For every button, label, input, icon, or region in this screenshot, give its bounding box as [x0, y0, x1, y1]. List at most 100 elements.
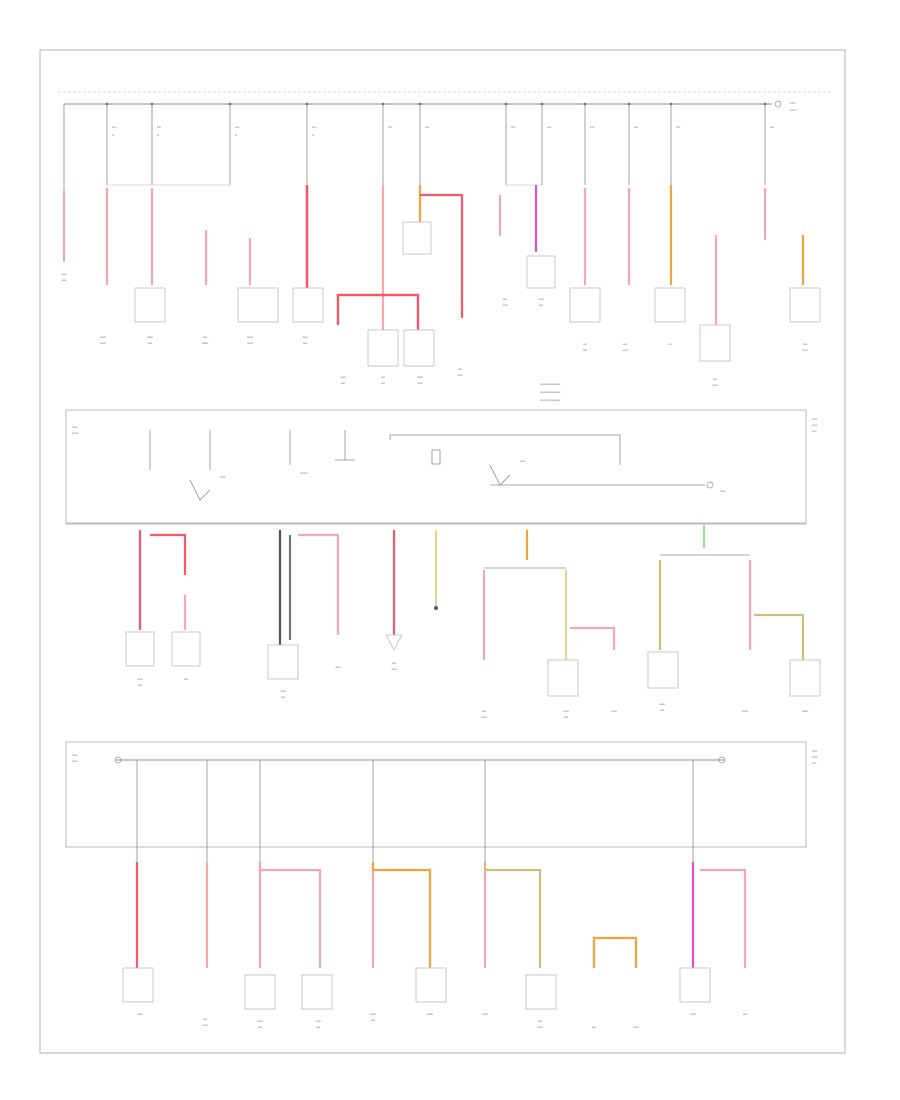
svg-text:▪▪▪▪: ▪▪▪▪ — [388, 125, 392, 129]
svg-text:▪▪▪▪▪: ▪▪▪▪▪ — [257, 1019, 262, 1023]
svg-text:▪▪▪▪: ▪▪▪▪ — [203, 335, 207, 339]
svg-text:▪▪▪▪▪▪: ▪▪▪▪▪▪ — [659, 702, 665, 706]
svg-text:▪▪▪▪▪: ▪▪▪▪▪ — [482, 1012, 487, 1016]
component-captions-3: ▪▪▪▪▪▪▪▪▪ ▪▪▪▪ ▪▪▪▪▪▪▪▪▪ ▪▪▪▪▪ ▪▪▪▪▪▪▪▪▪… — [137, 661, 808, 719]
components-4 — [122, 967, 711, 1010]
svg-text:▪▪▪▪: ▪▪▪▪ — [184, 677, 188, 681]
fuse-drops-4 — [136, 760, 694, 862]
svg-text:▪▪▪▪: ▪▪▪▪ — [803, 342, 807, 346]
svg-text:▪▪▪▪: ▪▪▪▪ — [381, 375, 385, 379]
fuse-nodes-1 — [105, 102, 767, 106]
relay-circuits — [149, 430, 705, 501]
bus-4-left-node — [114, 756, 122, 764]
svg-text:▪▪: ▪▪ — [112, 133, 114, 137]
wires-3 — [138, 525, 805, 660]
svg-text:▪▪▪▪: ▪▪▪▪ — [564, 715, 568, 719]
svg-text:▪▪▪▪▪: ▪▪▪▪▪ — [812, 749, 817, 753]
notes-legend: ▪▪▪▪▪▪▪▪▪▪▪▪▪▪▪▪▪▪▪ ▪▪▪▪▪▪▪▪▪▪▪▪▪▪▪▪▪▪▪ … — [540, 382, 560, 402]
svg-text:▪▪▪▪▪: ▪▪▪▪▪ — [712, 383, 717, 387]
svg-text:▪▪▪▪: ▪▪▪▪ — [341, 381, 345, 385]
svg-text:▪▪▪▪: ▪▪▪▪ — [590, 125, 594, 129]
svg-text:▪▪▪▪: ▪▪▪▪ — [770, 125, 774, 129]
svg-text:▪▪▪▪▪▪: ▪▪▪▪▪▪ — [417, 375, 423, 379]
svg-text:▪▪▪▪▪: ▪▪▪▪▪ — [340, 375, 345, 379]
svg-text:▪▪▪▪▪▪: ▪▪▪▪▪▪ — [202, 341, 208, 345]
section-bottom-loads: ▪▪▪▪▪▪▪▪▪▪ ▪▪▪▪▪▪▪▪▪▪ ▪▪▪▪ — [65, 741, 817, 1029]
svg-text:▪▪▪▪▪: ▪▪▪▪▪ — [61, 272, 66, 276]
svg-text:▪▪▪▪▪▪▪▪▪▪▪▪▪▪▪▪▪▪▪: ▪▪▪▪▪▪▪▪▪▪▪▪▪▪▪▪▪▪▪ — [540, 398, 560, 402]
svg-text:▪▪▪▪▪: ▪▪▪▪▪ — [802, 348, 807, 352]
svg-text:▪▪▪▪: ▪▪▪▪ — [623, 342, 627, 346]
svg-text:▪▪▪▪: ▪▪▪▪ — [482, 709, 486, 713]
speaker-component — [385, 634, 403, 651]
svg-text:▪▪▪▪▪: ▪▪▪▪▪ — [202, 1023, 207, 1027]
svg-text:▪▪▪▪▪▪: ▪▪▪▪▪▪ — [100, 335, 106, 339]
section-2-frame — [65, 409, 807, 525]
svg-text:▪▪▪▪▪▪▪▪▪▪▪▪▪▪▪▪▪▪▪: ▪▪▪▪▪▪▪▪▪▪▪▪▪▪▪▪▪▪▪ — [540, 382, 560, 386]
svg-text:▪▪▪▪: ▪▪▪▪ — [743, 1012, 747, 1016]
svg-text:▪▪▪▪: ▪▪▪▪ — [503, 297, 507, 301]
svg-text:▪▪▪▪▪: ▪▪▪▪▪ — [220, 475, 225, 479]
svg-text:▪▪▪▪▪▪: ▪▪▪▪▪▪ — [72, 431, 78, 435]
svg-text:▪▪▪▪: ▪▪▪▪ — [583, 348, 587, 352]
svg-text:▪▪▪▪: ▪▪▪▪ — [303, 341, 307, 345]
fuse-drops-1 — [106, 104, 766, 185]
svg-text:▪▪▪▪▪: ▪▪▪▪▪ — [812, 417, 817, 421]
svg-text:▪▪▪▪: ▪▪▪▪ — [392, 661, 396, 665]
svg-text:▪▪▪▪▪: ▪▪▪▪▪ — [790, 101, 795, 105]
svg-text:▪▪▪: ▪▪▪ — [583, 342, 586, 346]
section-top-fuses: ▪▪▪▪▪▪ ▪▪▪▪▪▪ ▪▪▪▪▪▪ ▪▪▪▪▪▪ ▪▪▪▪▪▪▪▪ ▪▪▪… — [58, 91, 830, 402]
svg-text:▪▪▪▪▪: ▪▪▪▪▪ — [720, 489, 725, 493]
svg-text:▪▪▪▪▪▪: ▪▪▪▪▪▪ — [802, 709, 808, 713]
svg-text:▪▪▪: ▪▪▪ — [381, 381, 384, 385]
svg-text:▪▪▪▪▪: ▪▪▪▪▪ — [247, 341, 252, 345]
section-middle-relays: ▪▪▪▪▪▪▪▪▪▪▪ ▪▪▪▪▪▪▪▪▪▪ ▪▪▪▪ ▪▪▪▪▪ ▪▪▪▪▪▪… — [65, 409, 817, 525]
section-middle-loads: ▪▪▪▪▪▪▪▪▪ ▪▪▪▪ ▪▪▪▪▪▪▪▪▪ ▪▪▪▪▪ ▪▪▪▪▪▪▪▪▪… — [125, 525, 821, 719]
wires-4 — [135, 862, 747, 968]
svg-text:▪▪▪▪▪▪: ▪▪▪▪▪▪ — [370, 1012, 376, 1016]
section-4-frame — [65, 741, 807, 848]
svg-text:▪▪▪▪: ▪▪▪▪ — [203, 1017, 207, 1021]
svg-text:▪▪▪▪: ▪▪▪▪ — [539, 303, 543, 307]
component-captions-1: ▪▪▪▪▪▪▪▪▪ ▪▪▪▪▪▪▪▪▪▪▪ ▪▪▪▪▪▪▪▪▪▪ ▪▪▪▪▪▪▪… — [61, 272, 807, 387]
diagram-border — [39, 49, 846, 1054]
svg-text:▪▪▪▪▪▪: ▪▪▪▪▪▪ — [147, 335, 153, 339]
svg-text:▪▪▪▪▪: ▪▪▪▪▪ — [812, 755, 817, 759]
svg-text:▪▪▪▪: ▪▪▪▪ — [425, 125, 429, 129]
svg-text:▪▪▪▪: ▪▪▪▪ — [458, 367, 462, 371]
svg-text:▪▪▪▪: ▪▪▪▪ — [511, 125, 515, 129]
svg-text:▪▪▪▪: ▪▪▪▪ — [660, 708, 664, 712]
svg-text:▪▪▪▪: ▪▪▪▪ — [138, 683, 142, 687]
svg-text:▪▪▪▪: ▪▪▪▪ — [676, 125, 680, 129]
svg-text:▪▪▪▪▪: ▪▪▪▪▪ — [315, 1019, 320, 1023]
svg-text:▪▪▪▪▪: ▪▪▪▪▪ — [335, 665, 340, 669]
svg-text:▪▪▪▪▪▪▪: ▪▪▪▪▪▪▪ — [300, 471, 307, 475]
svg-text:▪▪▪▪▪: ▪▪▪▪▪ — [391, 667, 396, 671]
svg-text:▪▪▪▪▪▪: ▪▪▪▪▪▪ — [247, 335, 253, 339]
svg-text:▪▪▪▪: ▪▪▪▪ — [547, 125, 551, 129]
fuse-labels-1: ▪▪▪▪▪▪ ▪▪▪▪▪▪ ▪▪▪▪▪▪ ▪▪▪▪▪▪ ▪▪▪▪▪▪▪▪ ▪▪▪… — [112, 101, 796, 137]
svg-text:▪▪▪▪: ▪▪▪▪ — [812, 761, 816, 765]
svg-text:▪▪▪▪▪: ▪▪▪▪▪ — [137, 677, 142, 681]
svg-text:▪▪▪▪▪: ▪▪▪▪▪ — [481, 715, 486, 719]
svg-text:▪▪▪▪▪: ▪▪▪▪▪ — [280, 689, 285, 693]
components-3 — [125, 631, 821, 697]
svg-text:▪▪▪▪▪: ▪▪▪▪▪ — [622, 348, 627, 352]
svg-text:▪▪▪▪: ▪▪▪▪ — [148, 341, 152, 345]
svg-text:▪▪▪▪: ▪▪▪▪ — [312, 125, 316, 129]
svg-text:▪▪▪: ▪▪▪ — [668, 342, 671, 346]
svg-text:▪▪▪▪▪: ▪▪▪▪▪ — [72, 753, 77, 757]
svg-text:▪▪▪▪▪: ▪▪▪▪▪ — [417, 381, 422, 385]
svg-text:▪▪▪▪: ▪▪▪▪ — [371, 1018, 375, 1022]
svg-text:▪▪▪▪▪▪: ▪▪▪▪▪▪ — [742, 709, 748, 713]
section-4-labels: ▪▪▪▪▪ ▪▪▪▪▪ ▪▪▪▪▪ ▪▪▪▪▪ ▪▪▪▪ — [72, 749, 817, 765]
svg-text:▪▪▪▪▪▪: ▪▪▪▪▪▪ — [790, 108, 796, 112]
svg-text:▪▪▪▪▪: ▪▪▪▪▪ — [537, 1025, 542, 1029]
svg-text:▪▪▪▪: ▪▪▪▪ — [713, 377, 717, 381]
svg-text:▪▪▪▪▪: ▪▪▪▪▪ — [457, 373, 462, 377]
svg-text:▪▪▪▪▪: ▪▪▪▪▪ — [72, 759, 77, 763]
svg-text:▪▪▪▪▪: ▪▪▪▪▪ — [633, 1025, 638, 1029]
svg-text:▪▪▪▪▪: ▪▪▪▪▪ — [690, 1012, 695, 1016]
relay-labels: ▪▪▪▪▪ ▪▪▪▪▪▪▪ ▪▪▪▪▪ ▪▪▪▪▪ — [220, 459, 725, 493]
svg-text:▪▪▪▪▪: ▪▪▪▪▪ — [302, 335, 307, 339]
